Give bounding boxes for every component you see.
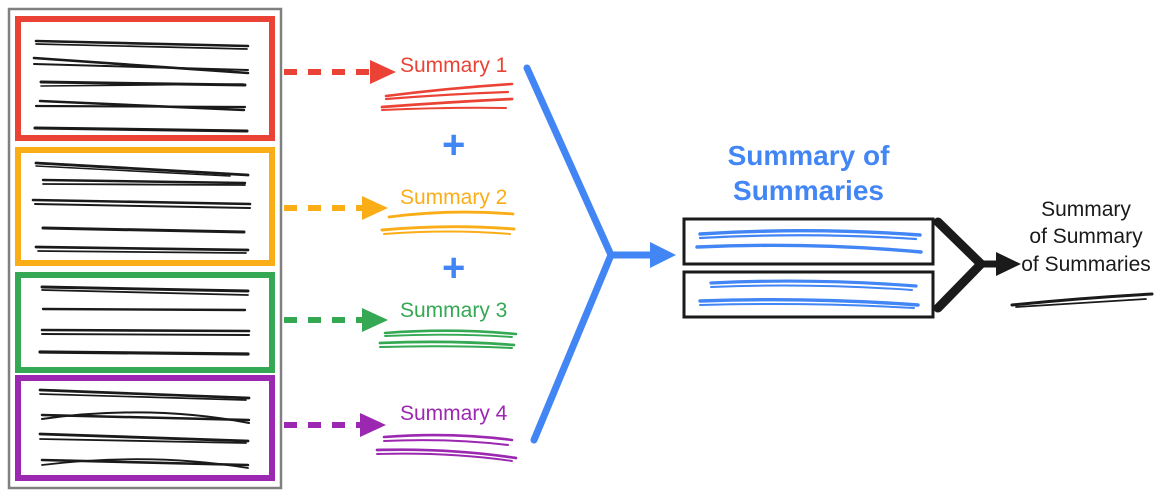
sos-box-2 [682,270,935,319]
sos-title-line-1: Summary of [727,140,890,171]
chunk-3-text-lines [38,285,251,356]
chunk-4-text-lines [38,388,251,469]
sos-title-line-2: Summaries [733,175,884,206]
summary-label-4: Summary 4 [400,402,508,425]
sos-box-2-lines [698,279,920,309]
dashed-arrow-3 [284,308,388,332]
summary-of-summaries-title: Summary of Summaries [686,138,931,208]
summary-3-lines [378,329,518,349]
dashed-arrow-4 [284,413,386,437]
black-merge-arrow [933,217,1021,313]
summary-label-3: Summary 3 [400,299,508,322]
summary-2-lines [380,210,516,235]
sos-box-1-lines [695,229,923,254]
dashed-arrow-1 [284,60,396,84]
final-line-3: of Summaries [1021,252,1151,276]
dashed-arrow-2 [284,196,388,220]
summary-label-2: Summary 2 [400,186,508,209]
final-line-1: Summary [1041,198,1131,221]
final-line-2: of Summary [1029,225,1143,249]
summary-label-1: Summary 1 [400,54,508,77]
final-output-title: Summary of Summary of Summaries [1010,196,1162,278]
blue-merge-arrow [523,64,676,444]
sos-box-1 [682,217,935,266]
document-corpus-frame [7,7,283,490]
chunk-1-text-lines [32,39,250,133]
chunk-box-1 [15,16,275,141]
plus-operator-1: + [442,123,466,167]
final-output-lines [1010,292,1154,308]
chunk-2-text-lines [31,161,252,254]
summary-4-lines [375,433,518,462]
plus-operator-2: + [442,246,466,290]
summary-1-lines [380,82,514,111]
